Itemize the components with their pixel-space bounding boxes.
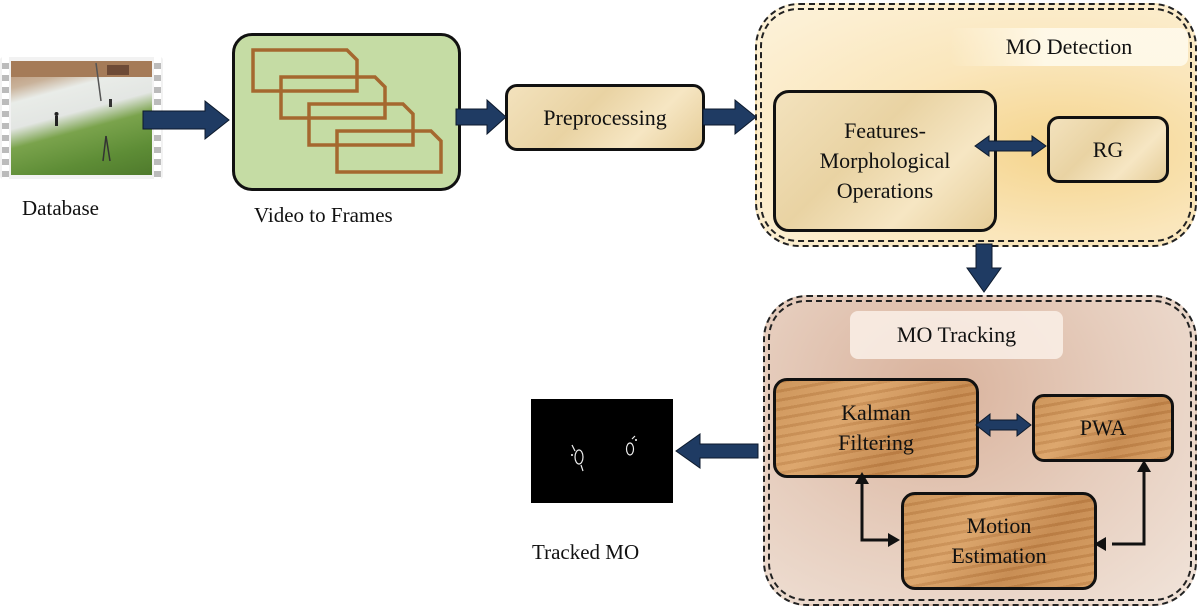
kalman-line2: Filtering bbox=[838, 430, 914, 455]
mo-tracking-title: MO Tracking bbox=[850, 311, 1063, 359]
rg-box: RG bbox=[1047, 116, 1169, 183]
preprocessing-box: Preprocessing bbox=[505, 84, 705, 151]
surveillance-scene-image bbox=[11, 61, 152, 175]
film-perforation-left bbox=[2, 57, 9, 179]
arrow-kalman-pwa-bidirectional bbox=[975, 412, 1032, 438]
arrow-tracking-to-output bbox=[675, 433, 759, 469]
tracked-mo-image bbox=[531, 399, 673, 503]
arrow-features-rg-bidirectional bbox=[974, 135, 1047, 157]
kalman-filtering-box: Kalman Filtering bbox=[773, 378, 979, 478]
arrowhead-to-motion-right bbox=[1094, 537, 1106, 551]
kalman-line1: Kalman bbox=[841, 400, 911, 426]
database-label: Database bbox=[22, 196, 99, 220]
video-to-frames-box bbox=[232, 33, 461, 191]
features-line1: Features- bbox=[844, 118, 926, 144]
arrowhead-to-kalman bbox=[855, 472, 869, 484]
features-line3: Operations bbox=[836, 177, 934, 203]
video-to-frames-label: Video to Frames bbox=[254, 203, 393, 227]
mo-tracking-inner-border bbox=[768, 300, 1192, 601]
motion-line1: Motion bbox=[966, 513, 1032, 539]
arrow-preprocessing-to-detection bbox=[702, 98, 757, 136]
arrow-database-to-frames bbox=[142, 99, 230, 141]
pwa-box: PWA bbox=[1032, 394, 1174, 462]
connector-kalman-motion bbox=[860, 480, 896, 542]
mo-detection-title: MO Detection bbox=[950, 28, 1188, 66]
frames-stack-icon bbox=[251, 48, 443, 174]
arrow-frames-to-preprocessing bbox=[455, 98, 507, 136]
pwa-label: PWA bbox=[1079, 415, 1127, 441]
motion-estimation-box: Motion Estimation bbox=[901, 492, 1097, 590]
mo-tracking-label: MO Tracking bbox=[896, 322, 1017, 347]
arrowhead-to-pwa bbox=[1137, 460, 1151, 472]
preprocessing-label: Preprocessing bbox=[543, 104, 667, 130]
rg-label: RG bbox=[1092, 136, 1124, 162]
motion-line2: Estimation bbox=[951, 543, 1047, 568]
tracked-mo-label: Tracked MO bbox=[532, 540, 640, 564]
connector-motion-pwa bbox=[1112, 468, 1146, 546]
arrowhead-to-motion-left bbox=[888, 533, 900, 547]
mo-detection-inner-border bbox=[760, 8, 1192, 242]
features-line2: Morphological bbox=[819, 148, 951, 174]
arrow-detection-to-tracking bbox=[966, 243, 1002, 293]
mo-detection-label: MO Detection bbox=[1005, 34, 1133, 59]
features-morphological-box: Features- Morphological Operations bbox=[773, 90, 997, 232]
